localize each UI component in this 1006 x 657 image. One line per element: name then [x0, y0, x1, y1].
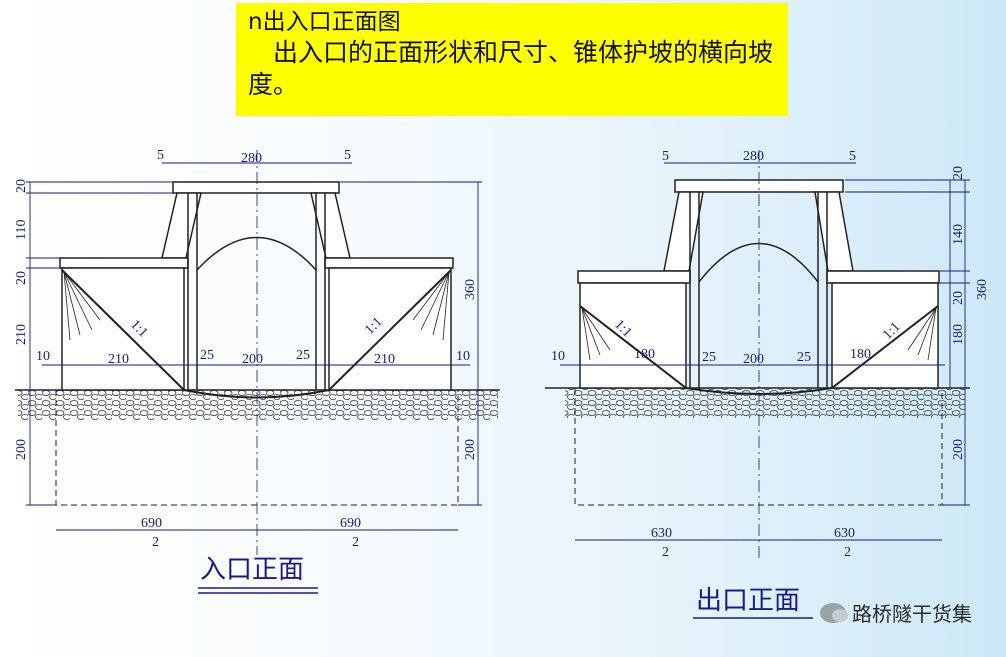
inlet-half-right-num: 690 — [340, 516, 361, 531]
inlet-h-top: 20 — [14, 179, 29, 193]
inlet-h-total: 360 — [463, 279, 478, 300]
watermark: 路桥隧干货集 — [820, 598, 972, 627]
inlet-wall-left: 25 — [200, 348, 214, 363]
outlet-caption: 出口正面 — [696, 586, 800, 616]
title-panel: n出入口正面图 出入口的正面形状和尺寸、锥体护坡的横向坡度。 — [236, 3, 788, 116]
outlet-top-side-right: 5 — [849, 149, 856, 164]
outlet-opening: 200 — [743, 352, 764, 367]
inlet-caption: 入口正面 — [200, 555, 304, 585]
outlet-h-top: 20 — [951, 166, 966, 180]
inlet-opening: 200 — [242, 352, 263, 367]
slide-title: n出入口正面图 — [248, 9, 401, 35]
inlet-wall-right: 25 — [296, 348, 310, 363]
outlet-dim-lines — [560, 162, 970, 541]
outlet-drawing — [545, 150, 970, 560]
inlet-drawing — [15, 150, 500, 555]
inlet-dim-lines — [26, 162, 482, 531]
inlet-cone-left: 210 — [108, 352, 129, 367]
inlet-h-lower: 210 — [14, 324, 29, 345]
inlet-top-side-right: 5 — [344, 148, 351, 163]
outlet-h-lower: 180 — [951, 324, 966, 345]
inlet-cone-right: 210 — [374, 352, 395, 367]
outlet-half-left-num: 630 — [651, 526, 672, 541]
inlet-top-side-left: 5 — [157, 148, 164, 163]
inlet-half-right-den: 2 — [352, 535, 359, 550]
watermark-text: 路桥隧干货集 — [852, 602, 972, 626]
inlet-half-left-den: 2 — [152, 535, 159, 550]
outlet-h-wall: 140 — [951, 224, 966, 245]
inlet-h-found-right: 200 — [463, 439, 478, 460]
inlet-h-wall: 110 — [14, 220, 29, 240]
outlet-cone-right: 180 — [850, 347, 871, 362]
wechat-icon — [820, 602, 848, 623]
outlet-wall-left: 25 — [702, 350, 716, 365]
inlet-half-left-num: 690 — [141, 516, 162, 531]
outlet-h-found: 200 — [951, 439, 966, 460]
outlet-wall-right: 25 — [797, 350, 811, 365]
outlet-half-right-den: 2 — [844, 545, 851, 560]
outlet-half-left-den: 2 — [662, 545, 669, 560]
outlet-edge-left: 10 — [551, 349, 565, 364]
inlet-edge-right: 10 — [456, 349, 470, 364]
inlet-edge-left: 10 — [36, 349, 50, 364]
outlet-h-total: 360 — [975, 279, 990, 300]
outlet-top-side-left: 5 — [662, 149, 669, 164]
outlet-top-width: 280 — [743, 149, 764, 164]
slide-description: 出入口的正面形状和尺寸、锥体护坡的横向坡度。 — [248, 38, 774, 99]
outlet-cone-left: 180 — [634, 347, 655, 362]
inlet-h-cap: 20 — [14, 271, 29, 285]
outlet-h-cap: 20 — [951, 291, 966, 305]
outlet-half-right-num: 630 — [834, 526, 855, 541]
inlet-top-width: 280 — [241, 151, 262, 166]
inlet-h-found-left: 200 — [14, 439, 29, 460]
